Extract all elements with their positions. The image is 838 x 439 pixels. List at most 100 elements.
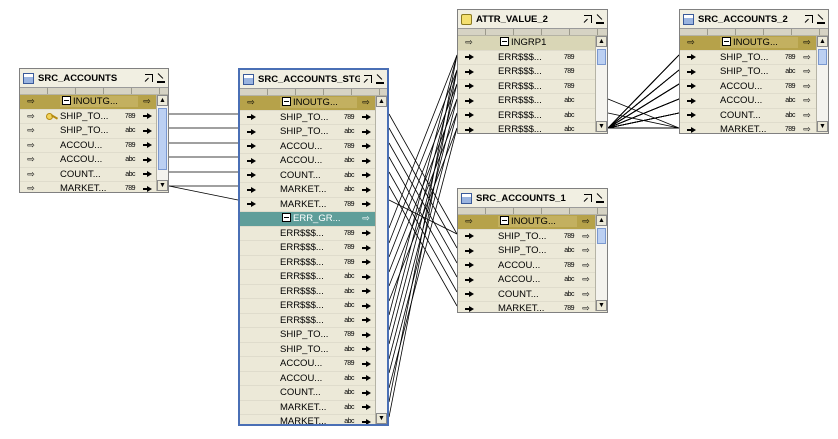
connection-line[interactable]: [388, 98, 458, 360]
port-row[interactable]: ERR$$$...789: [240, 256, 375, 270]
connection-line[interactable]: [607, 112, 680, 129]
collapse-icon[interactable]: [282, 97, 291, 107]
connection-line[interactable]: [388, 112, 458, 287]
connection-line[interactable]: [607, 98, 680, 129]
connection-line[interactable]: [388, 112, 458, 374]
connection-line[interactable]: [607, 54, 680, 129]
node-src-accounts-1[interactable]: SRC_ACCOUNTS_1 ⇨ INOUTG... ⇨ SHIP_TO...7…: [457, 188, 608, 313]
node-title-bar[interactable]: SRC_ACCOUNTS_1: [458, 189, 607, 208]
connection-line[interactable]: [607, 83, 680, 129]
collapse-icon[interactable]: [722, 37, 731, 47]
port-row[interactable]: SHIP_TO...abc⇨: [680, 65, 816, 80]
port-row[interactable]: ERR$$$...abc: [458, 94, 595, 109]
port-row[interactable]: ACCOU...abc: [240, 372, 375, 386]
connection-line[interactable]: [607, 69, 680, 129]
group-row[interactable]: ⇨ INOUTG... ⇨: [680, 36, 816, 51]
group-row[interactable]: ⇨ INGRP1: [458, 36, 595, 51]
port-row[interactable]: ERR$$$...abc: [240, 285, 375, 299]
port-row[interactable]: COUNT...abc⇨: [458, 288, 595, 302]
port-row[interactable]: ACCOU...789: [240, 357, 375, 372]
collapse-icon[interactable]: [500, 37, 509, 47]
connection-line[interactable]: [607, 98, 680, 129]
connection-line[interactable]: [388, 156, 458, 278]
port-row[interactable]: ERR$$$...abc: [240, 270, 375, 285]
connection-line[interactable]: [388, 83, 458, 258]
connection-line[interactable]: [388, 127, 458, 249]
scroll-down-icon[interactable]: ▼: [596, 300, 607, 311]
connection-line[interactable]: [607, 83, 680, 129]
port-row[interactable]: ERR$$$...abc: [240, 299, 375, 314]
connection-line[interactable]: [388, 199, 458, 235]
collapse-icon[interactable]: [282, 213, 291, 223]
port-row[interactable]: SHIP_TO...789⇨: [458, 230, 595, 244]
connection-line[interactable]: [607, 98, 680, 129]
vertical-scrollbar[interactable]: ▲ ▼: [816, 36, 828, 132]
port-row[interactable]: ACCOU...789⇨: [680, 80, 816, 94]
port-row[interactable]: ERR$$$...abc: [240, 314, 375, 328]
collapse-icon[interactable]: [500, 216, 509, 226]
node-src-accounts-2[interactable]: SRC_ACCOUNTS_2 ⇨ INOUTG... ⇨ SHIP_TO...7…: [679, 9, 829, 134]
vertical-scrollbar[interactable]: ▲ ▼: [595, 36, 607, 132]
port-row[interactable]: MARKET...789: [240, 198, 375, 212]
port-row[interactable]: SHIP_TO...abc: [240, 125, 375, 140]
connection-line[interactable]: [607, 69, 680, 129]
port-row[interactable]: MARKET...abc: [240, 415, 375, 424]
scroll-thumb[interactable]: [597, 49, 606, 65]
scroll-up-icon[interactable]: ▲: [596, 215, 607, 226]
node-title-bar[interactable]: SRC_ACCOUNTS: [20, 69, 168, 88]
connection-line[interactable]: [607, 112, 680, 129]
minimize-icon[interactable]: [596, 14, 604, 24]
connection-line[interactable]: [607, 54, 680, 129]
connection-line[interactable]: [607, 83, 680, 129]
node-title-bar[interactable]: ATTR_VALUE_2: [458, 10, 607, 29]
connection-line[interactable]: [607, 54, 680, 129]
scroll-thumb[interactable]: [158, 108, 167, 170]
scroll-thumb[interactable]: [818, 49, 827, 65]
port-row[interactable]: MARKET...abc: [240, 183, 375, 198]
port-row[interactable]: ERR$$$...789: [458, 80, 595, 94]
connection-line[interactable]: [607, 54, 680, 129]
connection-line[interactable]: [388, 185, 458, 307]
port-row[interactable]: ERR$$$...789: [240, 241, 375, 256]
port-row[interactable]: COUNT...abc⇨: [680, 109, 816, 123]
connection-line[interactable]: [388, 54, 458, 316]
port-row[interactable]: ⇨ACCOU...789: [20, 139, 156, 153]
port-row[interactable]: MARKET...789⇨: [458, 302, 595, 312]
scroll-down-icon[interactable]: ▼: [596, 121, 607, 132]
connection-line[interactable]: [607, 83, 680, 129]
connection-line[interactable]: [607, 98, 680, 129]
scroll-down-icon[interactable]: ▼: [376, 413, 387, 424]
connection-line[interactable]: [388, 69, 458, 244]
port-row[interactable]: SHIP_TO...abc: [240, 343, 375, 357]
node-title-bar[interactable]: SRC_ACCOUNTS_STG: [240, 70, 387, 89]
scroll-down-icon[interactable]: ▼: [817, 121, 828, 132]
connection-line[interactable]: [607, 112, 680, 129]
connection-line[interactable]: [607, 83, 680, 129]
minimize-icon[interactable]: [157, 73, 165, 83]
maximize-icon[interactable]: [584, 194, 592, 202]
connection-line[interactable]: [607, 112, 680, 129]
group-row[interactable]: ⇨ INOUTG... ⇨: [458, 215, 595, 230]
port-row[interactable]: ⇨SHIP_TO...789: [20, 110, 156, 124]
vertical-scrollbar[interactable]: ▲ ▼: [156, 95, 168, 191]
maximize-icon[interactable]: [364, 75, 372, 83]
group-row[interactable]: ⇨ INOUTG... ⇨: [20, 95, 156, 110]
connection-line[interactable]: [388, 127, 458, 302]
port-row[interactable]: ⇨COUNT...abc: [20, 168, 156, 182]
connection-line[interactable]: [388, 54, 458, 229]
port-row[interactable]: SHIP_TO...789⇨: [680, 51, 816, 65]
connection-line[interactable]: [607, 98, 680, 129]
connection-line[interactable]: [388, 142, 458, 264]
connection-line[interactable]: [168, 185, 239, 201]
connection-line[interactable]: [607, 112, 680, 129]
port-row[interactable]: ERR$$$...789: [458, 65, 595, 80]
connection-line[interactable]: [607, 98, 680, 129]
port-row[interactable]: ⇨SHIP_TO...abc: [20, 124, 156, 139]
minimize-icon[interactable]: [596, 193, 604, 203]
maximize-icon[interactable]: [145, 74, 153, 82]
port-row[interactable]: MARKET...abc: [240, 401, 375, 415]
scroll-down-icon[interactable]: ▼: [157, 180, 168, 191]
connection-line[interactable]: [607, 112, 680, 129]
group-row[interactable]: ⇨ INOUTG... ⇨: [240, 96, 375, 111]
port-row[interactable]: ACCOU...abc: [240, 154, 375, 169]
